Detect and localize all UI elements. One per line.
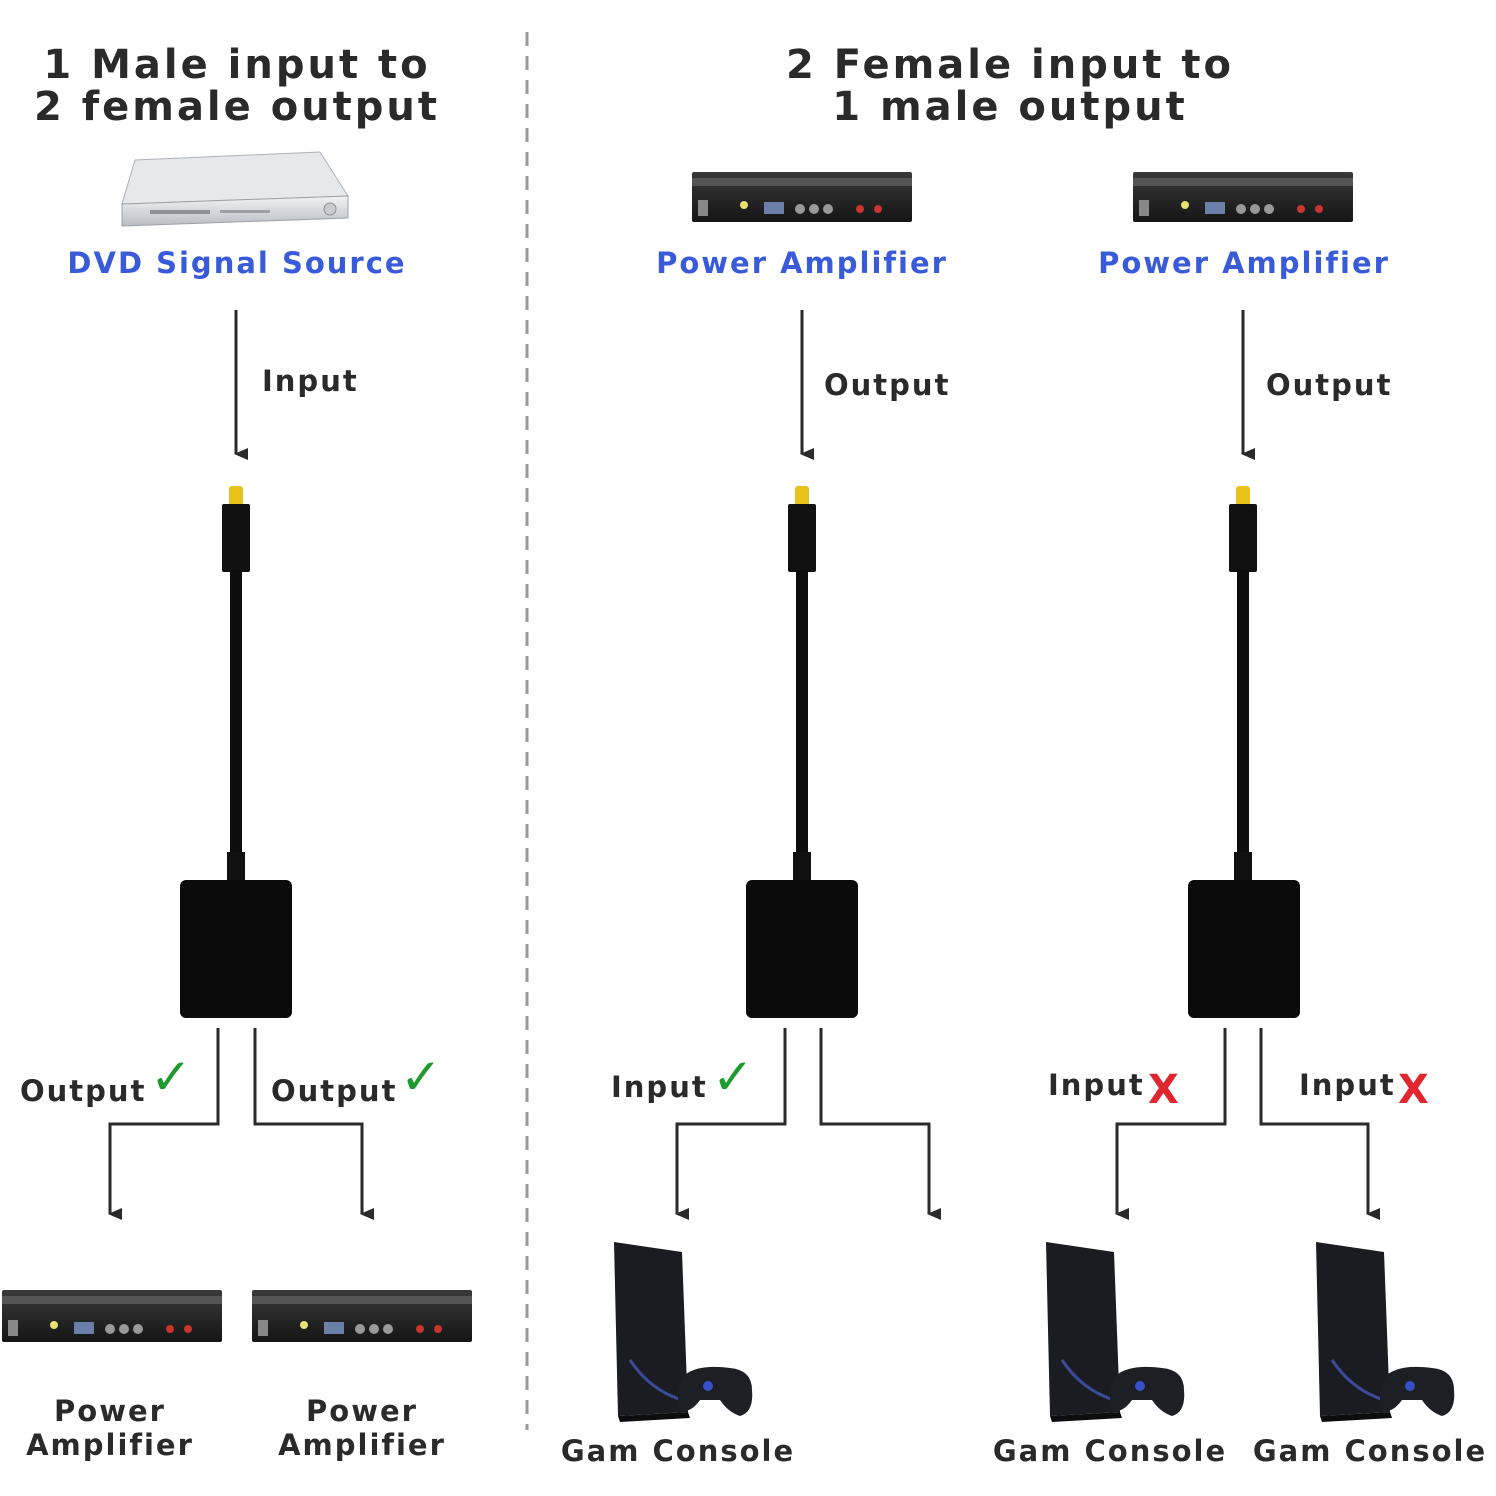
left-title-line1: 1 Male input to (43, 42, 431, 88)
left-output-text-1: Output (20, 1074, 147, 1108)
left-title: 1 Male input to 2 female output (0, 44, 474, 128)
amplifier-icon-top-2 (1133, 172, 1353, 222)
right-output-label-1: Output (824, 368, 951, 402)
cross-icon: X (1398, 1067, 1429, 1113)
left-input-label: Input (262, 364, 359, 398)
left-output-label-2: Output (271, 1074, 397, 1108)
optical-splitter-cable-right (1188, 486, 1300, 1018)
right-title: 2 Female input to 1 male output (540, 44, 1480, 128)
left-output-text-2: Output (271, 1074, 398, 1108)
game-console-icon-3 (1316, 1242, 1455, 1422)
right-input-label-1: Input (611, 1070, 708, 1104)
dvd-source-label: DVD Signal Source (67, 246, 407, 280)
left-dest-2-line2: Amplifier (278, 1428, 446, 1462)
console-label-3: Gam Console (1252, 1434, 1488, 1468)
left-dest-2-line1: Power (306, 1394, 418, 1428)
console-label-1: Gam Console (560, 1434, 796, 1468)
branch-arrow-left-1 (108, 1028, 220, 1220)
dvd-player-icon (121, 151, 349, 227)
check-icon: ✓ (150, 1048, 192, 1106)
branch-arrow-mid-1 (675, 1028, 787, 1220)
right-input-label-3: Input (1299, 1068, 1396, 1102)
branch-arrow-left-2 (253, 1028, 374, 1220)
left-dest-label-2: Power Amplifier (262, 1394, 462, 1462)
optical-splitter-cable-mid (746, 486, 858, 1018)
right-title-line1: 2 Female input to (786, 42, 1234, 88)
left-dest-1-line2: Amplifier (26, 1428, 194, 1462)
left-title-line2: 2 female output (33, 84, 441, 130)
left-output-label-1: Output (20, 1074, 146, 1108)
branch-arrow-right-2 (1259, 1028, 1380, 1220)
amplifier-icon-bottom-1 (2, 1290, 222, 1342)
left-dest-label-1: Power Amplifier (10, 1394, 210, 1462)
check-icon: ✓ (712, 1048, 754, 1106)
optical-splitter-cable-left (180, 486, 292, 1018)
check-icon: ✓ (400, 1048, 442, 1106)
branch-arrow-right-1 (1115, 1028, 1227, 1220)
right-input-label-2: Input (1048, 1068, 1145, 1102)
power-amp-label-2: Power Amplifier (1098, 246, 1390, 280)
game-console-icon-2 (1046, 1242, 1185, 1422)
right-output-label-2: Output (1266, 368, 1393, 402)
console-label-2: Gam Console (992, 1434, 1228, 1468)
branch-arrow-mid-2 (819, 1028, 941, 1220)
power-amp-label-1: Power Amplifier (656, 246, 948, 280)
amplifier-icon-top-1 (692, 172, 912, 222)
cross-icon: X (1148, 1067, 1179, 1113)
right-title-line2: 1 male output (832, 84, 1188, 130)
game-console-icon-1 (614, 1242, 753, 1422)
amplifier-icon-bottom-2 (252, 1290, 472, 1342)
left-dest-1-line1: Power (54, 1394, 166, 1428)
